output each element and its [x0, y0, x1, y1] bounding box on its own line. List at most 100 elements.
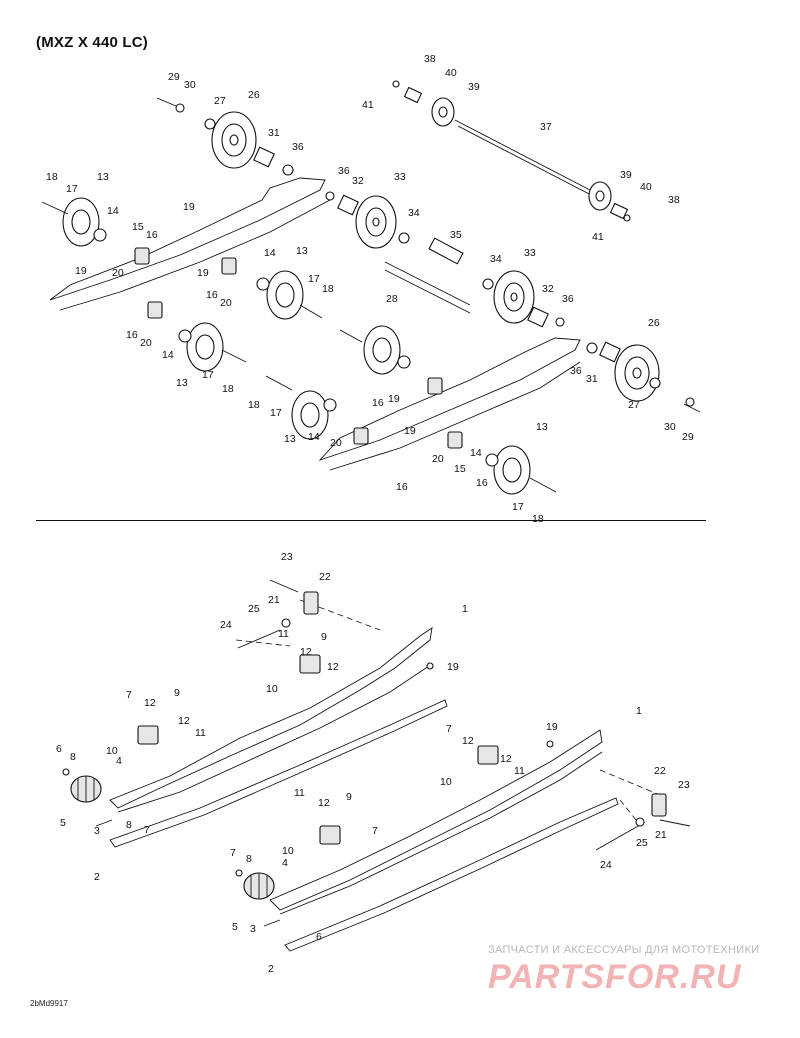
- spacer-31-lower: [599, 341, 621, 363]
- slider-2-lower: [284, 797, 619, 952]
- bottom-callout-24: 24: [600, 859, 612, 871]
- wheel-13-a: [62, 197, 100, 247]
- top-callout-14: 14: [107, 205, 119, 217]
- block-9-b: [137, 725, 159, 745]
- spacer-32-lower: [527, 306, 549, 328]
- bottom-callout-11: 11: [514, 765, 525, 777]
- top-callout-20: 20: [220, 297, 232, 309]
- wheel-33-upper: [355, 195, 397, 249]
- bottom-callout-9: 9: [321, 631, 327, 643]
- bottom-callout-24: 24: [220, 619, 232, 631]
- top-callout-14: 14: [470, 447, 482, 459]
- top-callout-13: 13: [97, 171, 109, 183]
- top-callout-18: 18: [46, 171, 58, 183]
- block-16-b: [221, 257, 237, 275]
- top-callout-39: 39: [620, 169, 632, 181]
- top-callout-41: 41: [362, 99, 374, 111]
- rail-1-lower: [269, 729, 603, 911]
- bottom-callout-4: 4: [282, 857, 288, 869]
- watermark-logo: PARTSFOR.RU: [488, 958, 742, 996]
- top-callout-17: 17: [270, 407, 282, 419]
- top-callout-18: 18: [322, 283, 334, 295]
- top-callout-40: 40: [640, 181, 652, 193]
- top-callout-20: 20: [330, 437, 342, 449]
- bottom-callout-10: 10: [266, 683, 278, 695]
- bottom-callout-25: 25: [248, 603, 260, 615]
- top-callout-39: 39: [468, 81, 480, 93]
- bottom-callout-9: 9: [174, 687, 180, 699]
- bolt-18-c: [221, 349, 247, 363]
- shaft-28: [384, 261, 471, 306]
- drawing-code: 2bMd9917: [30, 999, 68, 1008]
- top-callout-32: 32: [542, 283, 554, 295]
- axle-37: [454, 119, 591, 191]
- bolt-29-lower: [683, 403, 701, 413]
- spacer-32-upper: [337, 194, 359, 216]
- wheel-13-b: [266, 270, 304, 320]
- bottom-callout-7: 7: [446, 723, 452, 735]
- top-callout-33: 33: [394, 171, 406, 183]
- bottom-callout-22: 22: [319, 571, 331, 583]
- bottom-callout-19: 19: [546, 721, 558, 733]
- wheel-33-lower: [493, 270, 535, 324]
- bottom-callout-7: 7: [230, 847, 236, 859]
- top-callout-32: 32: [352, 175, 364, 187]
- section-divider: [36, 520, 706, 521]
- top-callout-28: 28: [386, 293, 398, 305]
- wheel-5-lower: [243, 872, 275, 900]
- top-callout-17: 17: [202, 369, 214, 381]
- top-callout-41: 41: [592, 231, 604, 243]
- spacer-40-left: [403, 86, 423, 104]
- top-callout-31: 31: [268, 127, 280, 139]
- block-16-e: [353, 427, 369, 445]
- top-assembly: [41, 80, 701, 495]
- bottom-callout-22: 22: [654, 765, 666, 777]
- top-callout-34: 34: [490, 253, 502, 265]
- block-9-a: [299, 654, 321, 674]
- top-callout-16: 16: [206, 289, 218, 301]
- bottom-callout-8: 8: [126, 819, 132, 831]
- bottom-callout-7: 7: [372, 825, 378, 837]
- spacer-35: [428, 237, 464, 265]
- bottom-callout-5: 5: [60, 817, 66, 829]
- bottom-callout-19: 19: [447, 661, 459, 673]
- top-callout-14: 14: [308, 431, 320, 443]
- top-callout-35: 35: [450, 229, 462, 241]
- wheel-13-f: [493, 445, 531, 495]
- top-callout-27: 27: [628, 399, 640, 411]
- bottom-callout-23: 23: [281, 551, 293, 563]
- bolt-18-d: [339, 329, 363, 343]
- watermark-tagline: ЗАПЧАСТИ И АКСЕССУАРЫ ДЛЯ МОТОТЕХНИКИ: [488, 944, 760, 956]
- bottom-callout-12: 12: [178, 715, 190, 727]
- bottom-callout-21: 21: [268, 594, 280, 606]
- bottom-callout-10: 10: [440, 776, 452, 788]
- bolt-24-upper: [237, 629, 281, 649]
- bottom-callout-10: 10: [106, 745, 118, 757]
- bolt-18-b: [299, 304, 323, 319]
- bottom-callout-2: 2: [94, 871, 100, 883]
- rail-frame-right: [318, 337, 581, 461]
- top-callout-30: 30: [664, 421, 676, 433]
- bolt-29-upper: [156, 97, 177, 107]
- bracket-22-lower: [651, 793, 667, 817]
- bottom-callout-21: 21: [655, 829, 667, 841]
- top-callout-13: 13: [296, 245, 308, 257]
- bottom-callout-23: 23: [678, 779, 690, 791]
- top-callout-36: 36: [292, 141, 304, 153]
- bottom-callout-11: 11: [278, 628, 289, 640]
- bottom-callout-12: 12: [144, 697, 156, 709]
- wheel-26-upper: [211, 111, 257, 169]
- bottom-callout-1: 1: [636, 705, 642, 717]
- top-callout-29: 29: [168, 71, 180, 83]
- slider-2-upper: [109, 699, 448, 848]
- block-9-c: [319, 825, 341, 845]
- bottom-callout-8: 8: [246, 853, 252, 865]
- top-callout-18: 18: [248, 399, 260, 411]
- top-callout-16: 16: [476, 477, 488, 489]
- block-16-a: [134, 247, 150, 265]
- top-callout-13: 13: [284, 433, 296, 445]
- bottom-callout-3: 3: [250, 923, 256, 935]
- bottom-callout-11: 11: [195, 727, 206, 739]
- bottom-callout-12: 12: [300, 646, 312, 658]
- wheel-13-c: [186, 322, 224, 372]
